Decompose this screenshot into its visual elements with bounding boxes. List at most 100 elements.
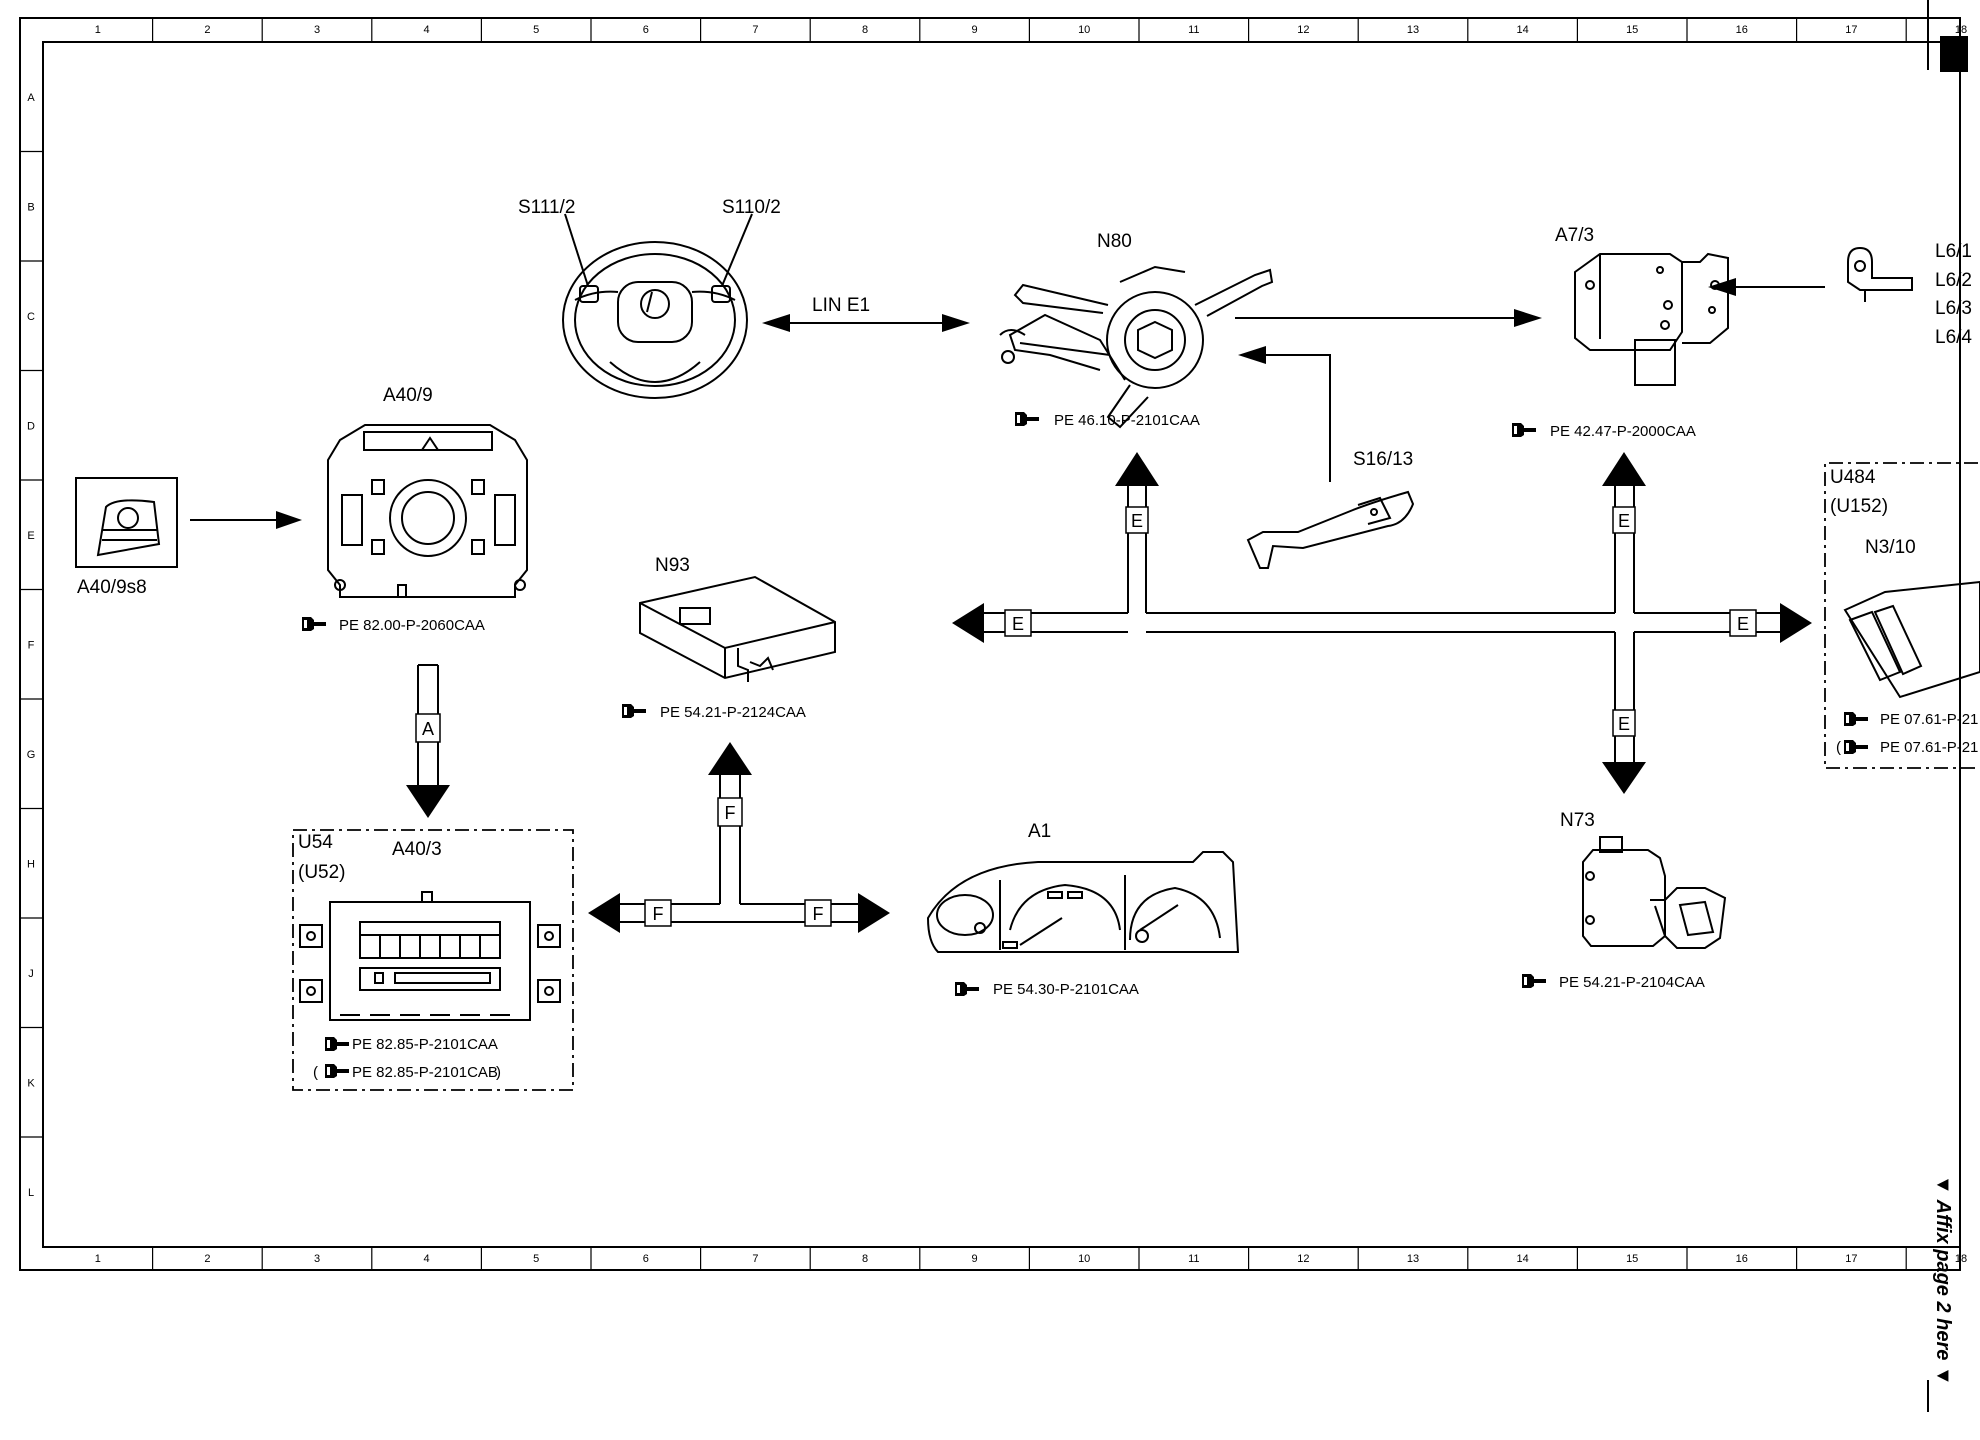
n3-10-reference-b: ( PE 07.61-P-21 <box>1836 739 1978 756</box>
u152-label: (U152) <box>1830 496 1888 517</box>
a7-3-reference: PE 42.47-P-2000CAA <box>1512 423 1696 440</box>
sensor-to-a7-3-arrow <box>1708 278 1825 296</box>
drawing-frame <box>19 0 1968 1412</box>
engine-control-unit-group: U484 (U152) N3/10 PE 07.61-P-21 ( PE 07.… <box>1824 462 1980 769</box>
n80-label: N80 <box>1097 231 1132 252</box>
column-number: 16 <box>1736 24 1748 36</box>
svg-text:(: ( <box>1836 739 1841 756</box>
row-letter: F <box>28 639 35 651</box>
svg-text:E: E <box>1618 714 1630 734</box>
svg-text:F: F <box>653 904 664 924</box>
bus-f-label-right: F <box>804 899 832 927</box>
svg-text:E: E <box>1618 511 1630 531</box>
column-number: 14 <box>1516 1253 1528 1265</box>
column-number: 6 <box>643 1253 649 1265</box>
a7-3-label: A7/3 <box>1555 225 1594 246</box>
column-number: 4 <box>424 24 430 36</box>
instrument-cluster-icon <box>926 851 1240 953</box>
column-number: 8 <box>862 24 868 36</box>
column-number: 2 <box>204 24 210 36</box>
row-letter: E <box>27 530 34 542</box>
column-number: 12 <box>1297 1253 1309 1265</box>
svg-text:(: ( <box>313 1064 318 1081</box>
svg-text:A: A <box>422 719 434 739</box>
column-number: 9 <box>972 1253 978 1265</box>
reference-icon <box>622 704 646 718</box>
column-number: 7 <box>752 1253 758 1265</box>
n80-to-a7-3-arrow <box>1235 309 1542 327</box>
svg-text:): ) <box>496 1064 501 1081</box>
column-number: 18 <box>1955 24 1967 36</box>
bus-f-label-vertical: F <box>717 797 743 827</box>
n73-reference: PE 54.21-P-2104CAA <box>1522 974 1705 991</box>
svg-text:PE 82.85-P-2101CAB: PE 82.85-P-2101CAB <box>352 1064 498 1081</box>
bus-e-label-left: E <box>1004 609 1032 637</box>
column-number: 12 <box>1297 24 1309 36</box>
s110-2-label: S110/2 <box>722 197 781 218</box>
column-number: 15 <box>1626 1253 1638 1265</box>
column-number: 9 <box>972 24 978 36</box>
column-number: 3 <box>314 24 320 36</box>
bus-e-label-right: E <box>1729 609 1757 637</box>
column-number: 8 <box>862 1253 868 1265</box>
u54-label: U54 <box>298 832 333 853</box>
column-number: 13 <box>1407 24 1419 36</box>
column-number: 1 <box>95 1253 101 1265</box>
column-number: 4 <box>424 1253 430 1265</box>
command-operating-unit-group: U54 (U52) A40/3 PE 82.85-P-2101CAA ( PE … <box>292 829 574 1091</box>
switch-to-a40-9-arrow <box>190 511 302 529</box>
esp-hydraulic-unit-icon <box>1574 252 1729 386</box>
row-letter: A <box>27 92 35 104</box>
column-number: 6 <box>643 24 649 36</box>
a40-3-reference-a: PE 82.85-P-2101CAA <box>325 1036 498 1053</box>
n93-label: N93 <box>655 555 690 576</box>
a40-9-label: A40/9 <box>383 385 433 406</box>
reference-icon <box>1844 740 1868 754</box>
column-number: 5 <box>533 1253 539 1265</box>
ignition-switch-icon <box>1582 836 1727 949</box>
svg-text:PE 42.47-P-2000CAA: PE 42.47-P-2000CAA <box>1550 423 1696 440</box>
can-f-bus <box>588 742 890 933</box>
column-number: 17 <box>1845 24 1857 36</box>
column-number: 3 <box>314 1253 320 1265</box>
s16-13-label: S16/13 <box>1353 449 1413 470</box>
u484-label: U484 <box>1830 467 1876 488</box>
bus-e-label-a7-3: E <box>1612 506 1636 534</box>
svg-text:PE 07.61-P-21: PE 07.61-P-21 <box>1880 711 1978 728</box>
affix-note: ▼ Affix page 2 here ▼ <box>1932 1175 1954 1386</box>
a40-9-reference: PE 82.00-P-2060CAA <box>302 617 485 634</box>
n93-reference: PE 54.21-P-2124CAA <box>622 704 806 721</box>
column-number: 10 <box>1078 24 1090 36</box>
column-number: 16 <box>1736 1253 1748 1265</box>
a40-3-reference-b: ( PE 82.85-P-2101CAB ) <box>313 1064 501 1081</box>
n3-10-label: N3/10 <box>1865 537 1916 558</box>
bus-e-label-n80: E <box>1125 506 1149 534</box>
selector-lever-icon <box>1246 490 1415 569</box>
svg-text:PE 54.21-P-2124CAA: PE 54.21-P-2124CAA <box>660 704 806 721</box>
svg-text:PE 46.10-P-2101CAA: PE 46.10-P-2101CAA <box>1054 412 1200 429</box>
row-letter: H <box>27 858 35 870</box>
reference-icon <box>1015 412 1039 426</box>
a1-label: A1 <box>1028 821 1051 842</box>
steering-column-module-icon <box>999 265 1274 429</box>
command-operating-unit-icon <box>299 891 561 1021</box>
row-letter: C <box>27 311 35 323</box>
bus-e-label-n73: E <box>1612 709 1636 737</box>
column-number: 17 <box>1845 1253 1857 1265</box>
a40-3-label: A40/3 <box>392 839 442 860</box>
reference-icon <box>325 1064 349 1078</box>
column-number: 15 <box>1626 24 1638 36</box>
column-number: 5 <box>533 24 539 36</box>
l6-4-label: L6/4 <box>1935 327 1972 348</box>
steering-wheel-icon <box>562 213 753 399</box>
l6-3-label: L6/3 <box>1935 298 1972 319</box>
column-number: 11 <box>1188 24 1199 36</box>
row-letter: G <box>27 749 36 761</box>
bus-f-label-left: F <box>644 899 672 927</box>
engine-control-unit-icon <box>1843 580 1980 699</box>
row-letter: D <box>27 420 35 432</box>
row-letter: J <box>28 968 34 980</box>
svg-text:E: E <box>1131 511 1143 531</box>
